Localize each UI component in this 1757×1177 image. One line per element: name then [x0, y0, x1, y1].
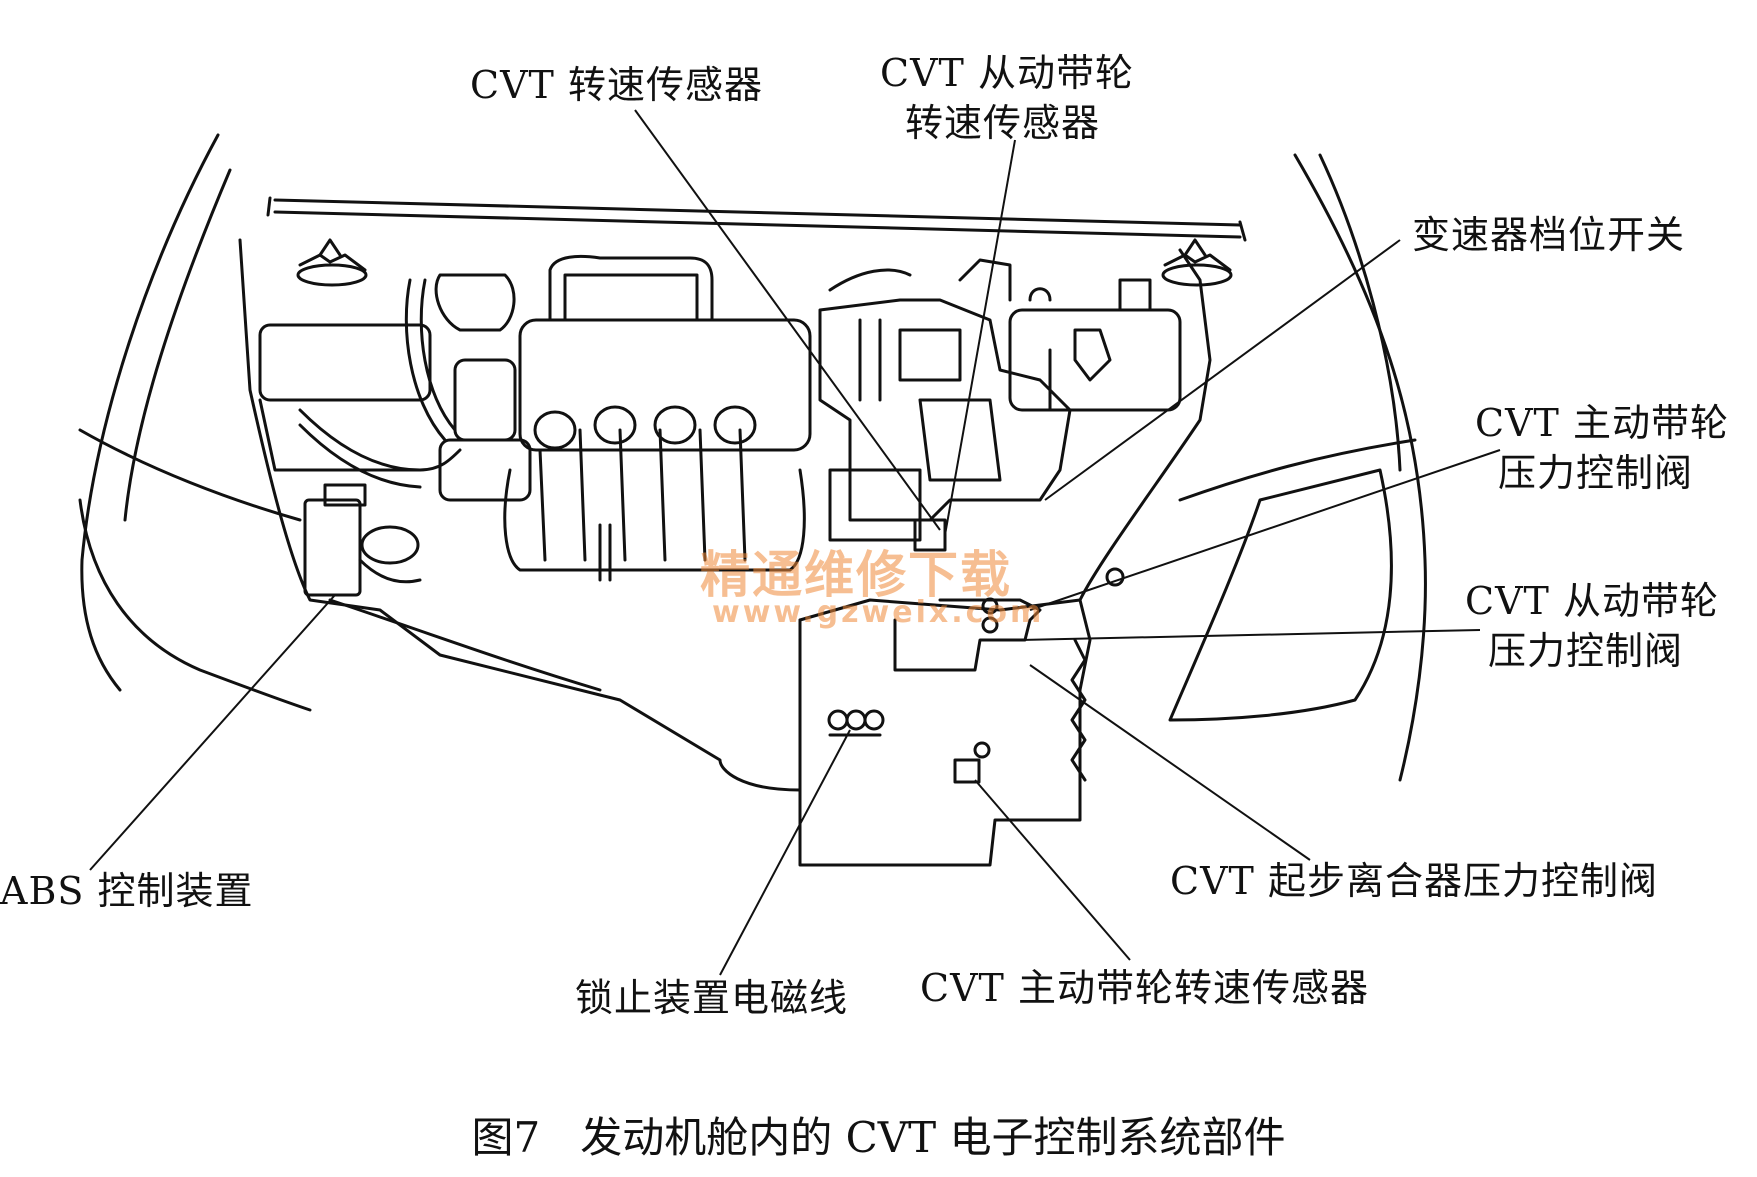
- label-cvt-speed-sensor: CVT 转速传感器: [470, 63, 763, 107]
- hood-bar: [266, 196, 1247, 242]
- transmission-case: [798, 567, 1125, 867]
- leader-lockup-solenoid: [719, 729, 851, 976]
- coolant-reservoir: [434, 273, 532, 502]
- right-strut-tower: [1161, 238, 1233, 287]
- transmission-housing: [818, 258, 1072, 552]
- label-gear-position-switch: 变速器档位开关: [1412, 213, 1686, 257]
- label-driven-pulley-valve-line1: CVT 从动带轮: [1465, 579, 1719, 623]
- leader-clutch-valve: [1029, 664, 1311, 861]
- leader-driven-pulley-valve: [1019, 629, 1481, 641]
- left-fender: [78, 133, 312, 712]
- leader-abs: [89, 594, 336, 871]
- label-clutch-valve: CVT 起步离合器压力控制阀: [1170, 859, 1658, 903]
- label-driven-pulley-valve-line2: 压力控制阀: [1488, 629, 1684, 673]
- abs-unit: [303, 483, 422, 597]
- watermark-url: www.gzweix.com: [712, 595, 1045, 630]
- leader-drive-pulley-valve: [1029, 449, 1501, 611]
- right-fender: [1168, 153, 1427, 782]
- label-abs-control: ABS 控制装置: [0, 869, 254, 913]
- air-cleaner: [1008, 278, 1182, 412]
- leader-drive-pulley-speed-sensor: [974, 779, 1131, 961]
- figure-title: 发动机舱内的 CVT 电子控制系统部件: [580, 1113, 1286, 1162]
- battery: [258, 323, 432, 472]
- figure-caption: 图7 发动机舱内的 CVT 电子控制系统部件: [0, 1112, 1757, 1164]
- leader-cvt-speed-sensor: [634, 109, 941, 531]
- label-lockup-solenoid: 锁止装置电磁线: [575, 976, 849, 1020]
- label-driven-pulley-speed-sensor-line2: 转速传感器: [905, 101, 1101, 145]
- watermark-text: 精通维修下载: [700, 546, 1012, 604]
- left-hoses: [298, 278, 462, 489]
- leader-gear-position-switch: [1044, 239, 1401, 501]
- label-driven-pulley-speed-sensor-line1: CVT 从动带轮: [880, 51, 1134, 95]
- label-drive-pulley-valve-line1: CVT 主动带轮: [1475, 401, 1729, 445]
- intake-manifold: [503, 255, 812, 582]
- figure-number: 图7: [471, 1113, 541, 1162]
- label-drive-pulley-speed-sensor: CVT 主动带轮转速传感器: [920, 966, 1369, 1010]
- label-drive-pulley-valve-line2: 压力控制阀: [1498, 451, 1694, 495]
- left-strut-tower: [296, 238, 368, 287]
- engine-bay-outline: [238, 238, 1212, 792]
- leader-driven-pulley-speed-sensor: [944, 139, 1016, 536]
